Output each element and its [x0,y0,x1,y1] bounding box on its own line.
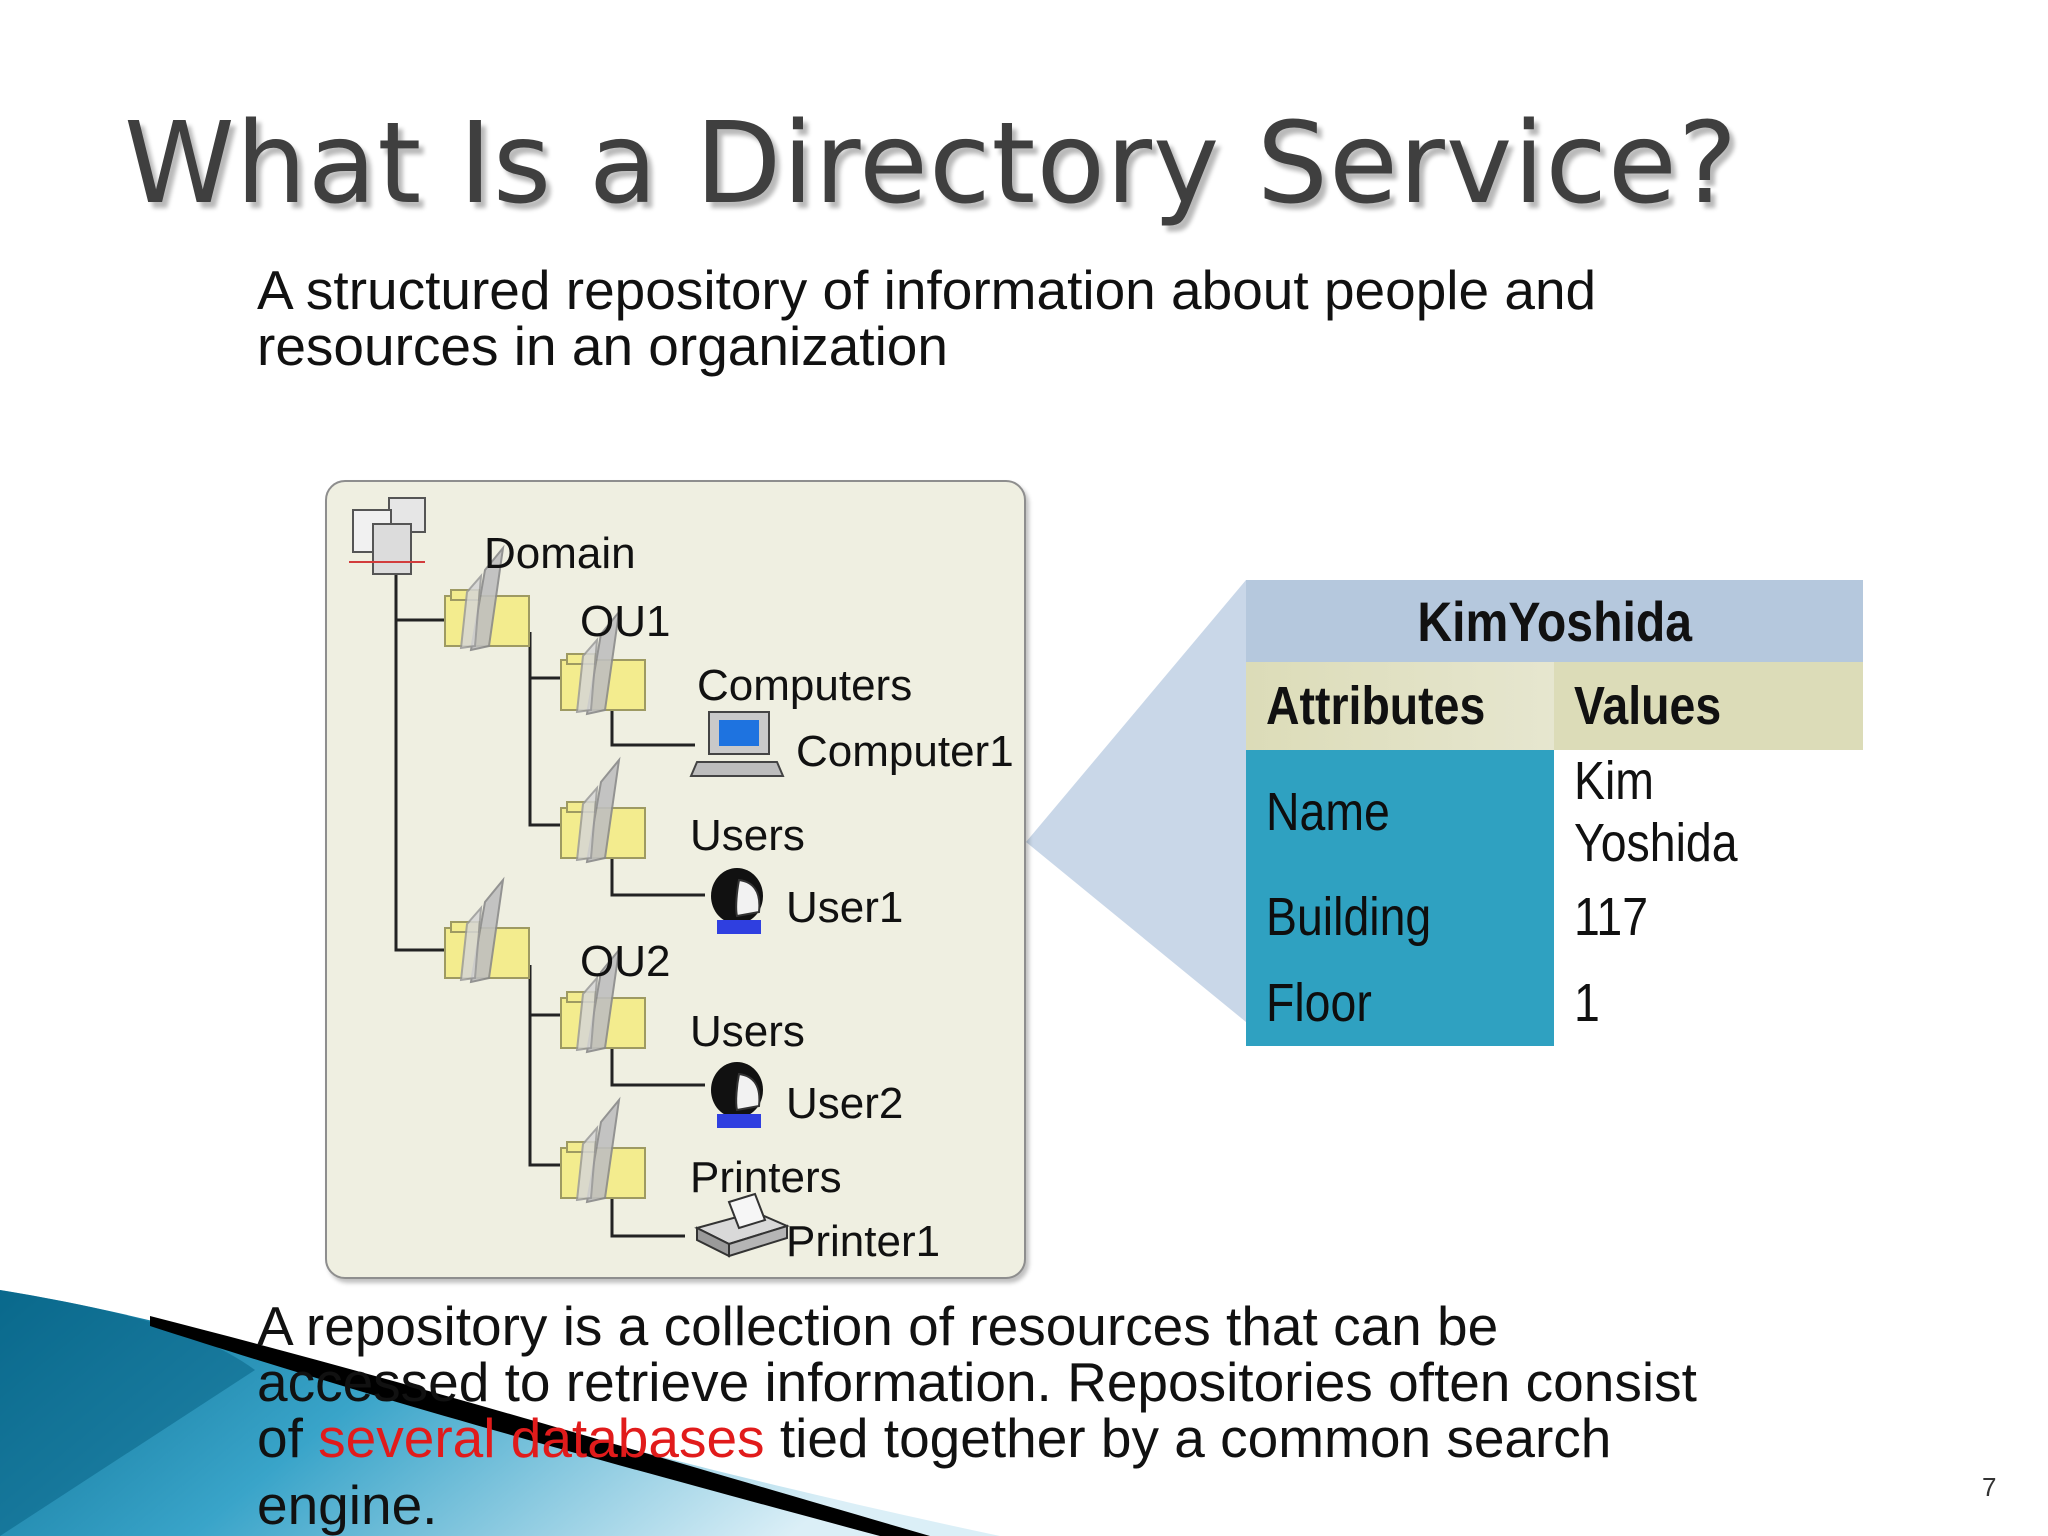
decorative-swoosh [0,1290,1000,1536]
attribute-cell: Name [1246,750,1554,874]
value-cell: Kim Yoshida [1554,750,1863,874]
callout-pointer [1026,580,1246,1022]
node-user2: User2 [786,1079,904,1128]
definition-line-4: engine. [257,1474,438,1536]
node-user1: User1 [786,883,904,932]
record-title: KimYoshida [1246,580,1863,662]
server-icon [349,497,426,575]
definition-line-2: accessed to retrieve information. Reposi… [257,1351,1697,1413]
directory-tree-panel [325,480,1026,1279]
user-attributes-table: KimYoshida Attributes Values Name Kim Yo… [1246,580,1863,1046]
folder-icon [444,879,530,983]
intro-line-1: A structured repository of information a… [257,259,1597,321]
user-icon [710,867,764,935]
value-cell: 1 [1554,960,1863,1046]
directory-tree-diagram [349,497,790,1258]
intro-line-2: resources in an organization [257,315,948,377]
attribute-cell: Floor [1246,960,1554,1046]
value-cell: 117 [1554,874,1863,960]
definition-line-3: of several databases tied together by a … [257,1410,1697,1466]
definition-line-3-start: of [257,1407,319,1469]
table-row: Name Kim Yoshida [1246,750,1863,874]
record-title-row: KimYoshida [1246,580,1863,662]
node-users-ou1: Users [690,811,805,860]
definition-text: A repository is a collection of resource… [257,1298,1697,1533]
node-domain: Domain [484,529,636,578]
node-users-ou2: Users [690,1007,805,1056]
table-row: Floor 1 [1246,960,1863,1046]
node-computer1: Computer1 [796,727,1014,776]
node-computers: Computers [697,661,913,710]
node-printers: Printers [690,1153,842,1202]
definition-line-3-end: tied together by a common search [764,1407,1612,1469]
attribute-cell: Building [1246,874,1554,960]
node-ou2: OU2 [580,937,671,986]
page-title: What Is a Directory Service? [124,99,1739,229]
header-attributes: Attributes [1246,662,1554,750]
computer-icon [689,711,785,777]
header-row: Attributes Values [1246,662,1863,750]
folder-icon [560,1099,646,1203]
node-ou1: OU1 [580,597,671,646]
definition-line-1: A repository is a collection of resource… [257,1295,1499,1357]
folder-icon [560,759,646,863]
intro-text: A structured repository of information a… [257,262,1596,374]
user-icon [710,1061,764,1129]
header-values: Values [1554,662,1863,750]
highlighted-phrase: several databases [318,1407,765,1469]
node-printer1: Printer1 [786,1217,941,1266]
page-number: 7 [1982,1472,1997,1502]
table-row: Building 117 [1246,874,1863,960]
printer-icon [694,1192,790,1258]
